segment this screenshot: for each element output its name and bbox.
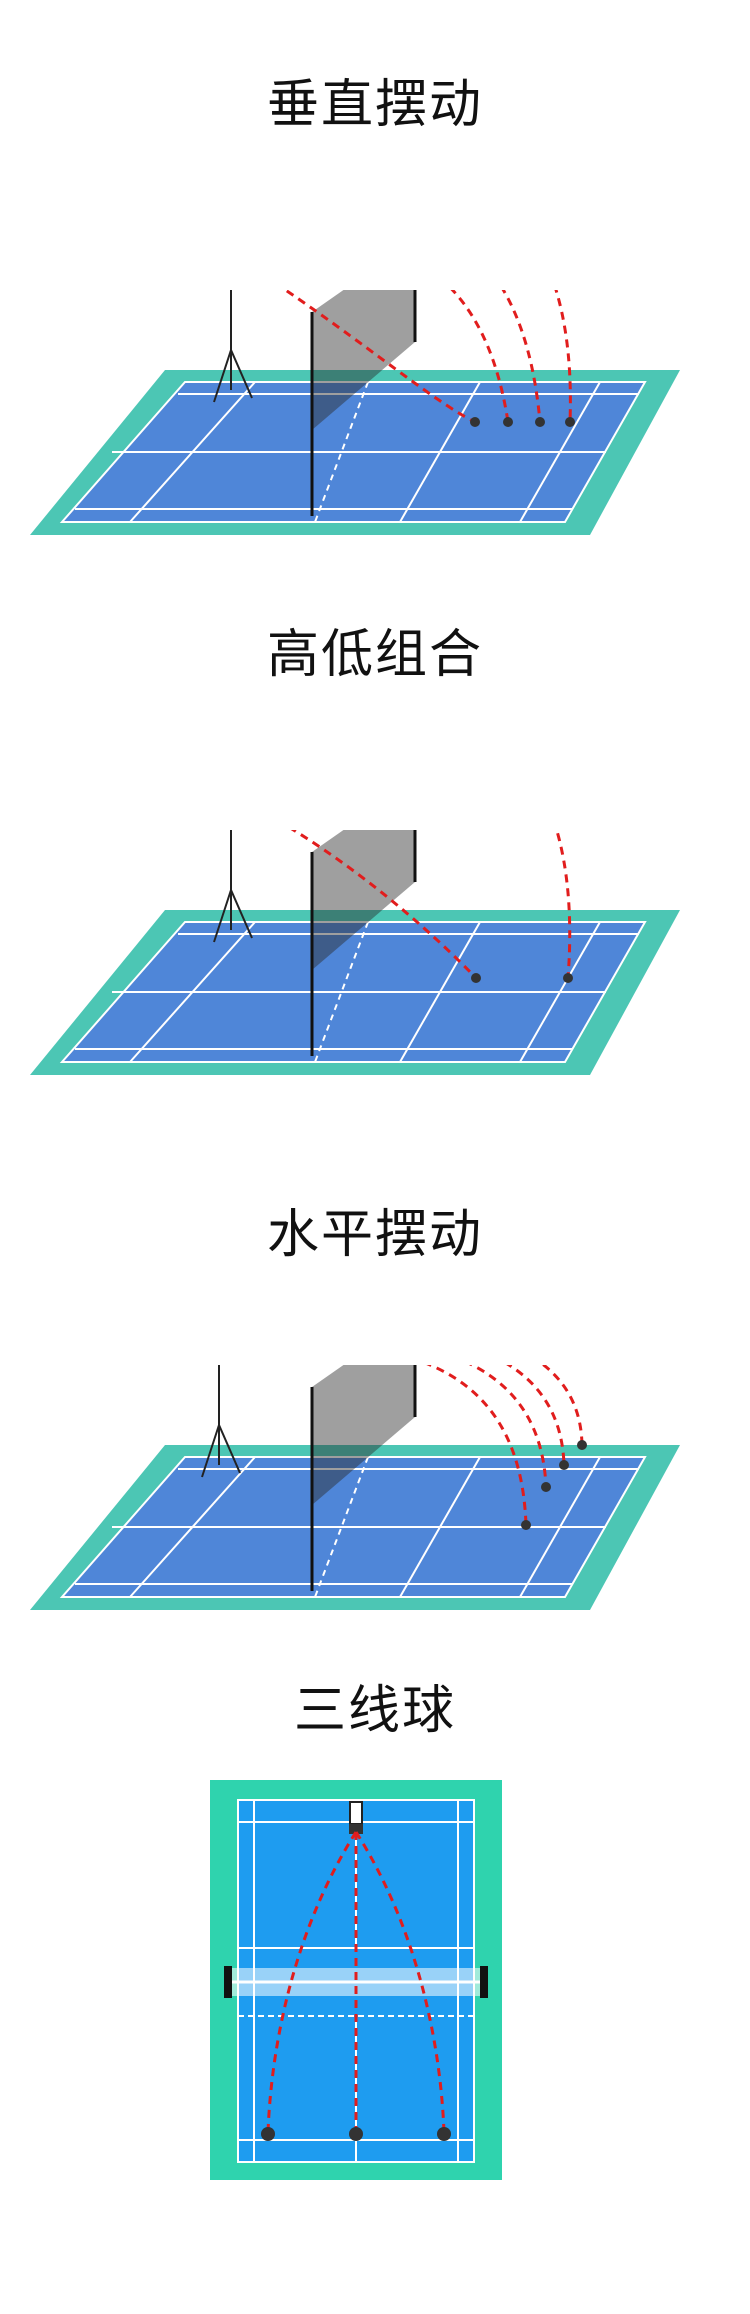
landing-points	[470, 417, 575, 427]
high-low-combo-diagram	[30, 830, 680, 1075]
section-title-high-low-combo: 高低组合	[266, 625, 483, 685]
shuttle-machine	[213, 290, 253, 403]
trajectories	[290, 830, 572, 980]
trajectories	[266, 1831, 446, 2133]
court	[30, 1445, 680, 1610]
court-lines	[59, 381, 647, 523]
trajectories	[425, 1365, 584, 1526]
court	[30, 910, 680, 1075]
shuttle-machine	[349, 1801, 363, 1834]
net	[310, 1365, 417, 1591]
landing-points	[471, 973, 573, 983]
section-title-vertical-swing: 垂直摆动	[266, 75, 483, 135]
landing-points	[521, 1440, 587, 1530]
shuttle-machine	[201, 1365, 241, 1478]
vertical-swing-diagram	[30, 290, 680, 535]
landing-points	[261, 2127, 451, 2141]
section-title-three-line-ball: 三线球	[293, 1681, 456, 1741]
horizontal-swing-diagram	[30, 1365, 680, 1610]
court	[30, 370, 680, 535]
net	[310, 830, 417, 1056]
three-line-ball-diagram	[210, 1780, 502, 2180]
shuttle-machine	[213, 830, 253, 943]
section-title-horizontal-swing: 水平摆动	[266, 1205, 483, 1265]
trajectories	[282, 290, 572, 424]
